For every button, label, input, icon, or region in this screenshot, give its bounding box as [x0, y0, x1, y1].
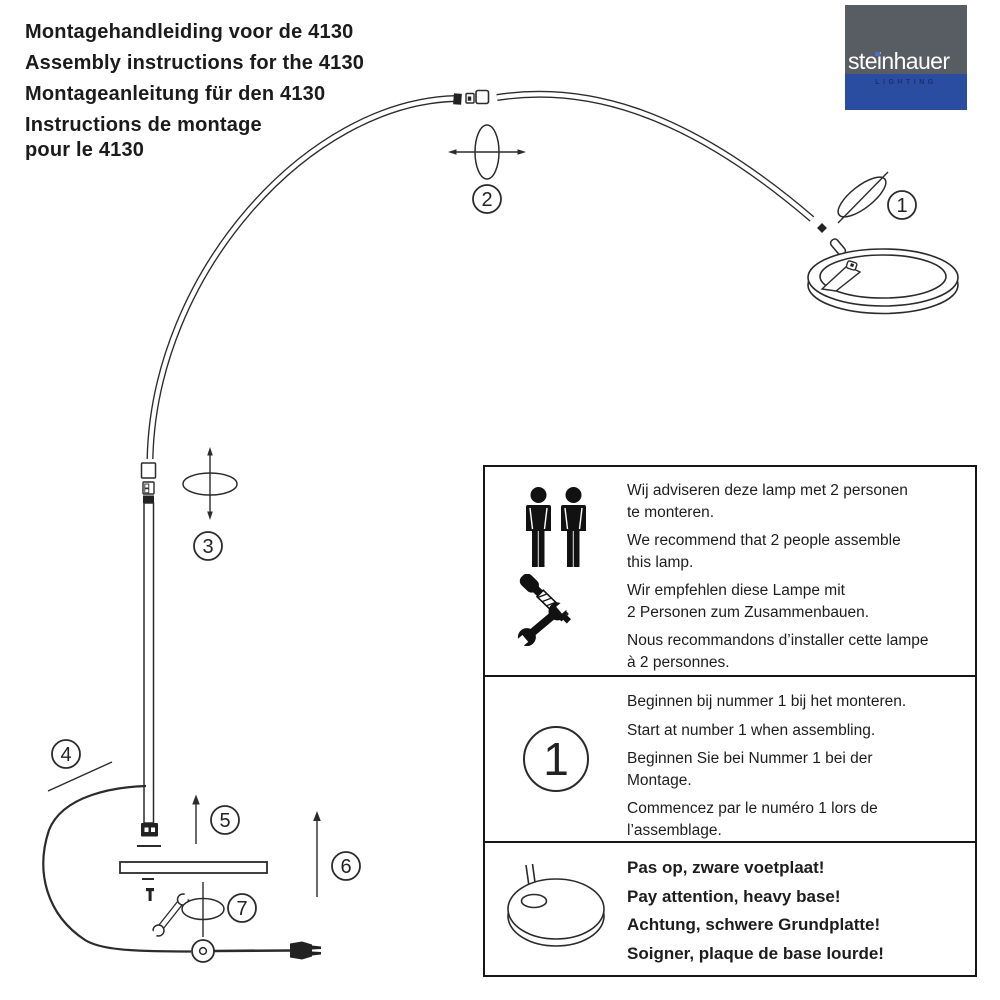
- logo-tagline: LIGHTING: [875, 79, 937, 86]
- leader-line-step4: [47, 761, 113, 792]
- two-persons-icon: [526, 487, 586, 567]
- info-text-en: We recommend that 2 people assemble this…: [627, 532, 901, 571]
- step-badge-6: 6: [331, 851, 361, 881]
- step-badge-5: 5: [210, 805, 240, 835]
- info-row2-icons: 1: [485, 677, 627, 841]
- info-row1-text: Wij adviseren deze lamp met 2 personen t…: [627, 467, 975, 675]
- power-plug: [290, 941, 321, 960]
- step-badge-4: 4: [51, 739, 81, 769]
- step-one-badge: 1: [523, 726, 589, 792]
- step-badge-1: 1: [887, 190, 917, 220]
- svg-text:4: 4: [60, 744, 71, 766]
- info-text-de: Beginnen Sie bei Nummer 1 bei der Montag…: [627, 750, 873, 789]
- ring-bracket: [820, 260, 862, 292]
- power-cable: [42, 784, 292, 953]
- arrow-step6: [313, 811, 321, 897]
- info-row-start-number: 1 Beginnen bij nummer 1 bij het monteren…: [485, 677, 975, 843]
- info-text-fr: Nous recommandons d’installer cette lamp…: [627, 632, 929, 671]
- shade-ring: [807, 248, 959, 315]
- step-one-badge-label: 1: [543, 733, 569, 785]
- crossed-tools-icon: [517, 574, 572, 646]
- rotate-indicator-step2: [448, 124, 526, 180]
- info-row2-text: Beginnen bij nummer 1 bij het monteren. …: [627, 677, 975, 841]
- head-connector-diamond: [817, 223, 827, 233]
- title-dutch: Montagehandleiding voor de 4130: [25, 21, 354, 43]
- info-text-nl: Wij adviseren deze lamp met 2 personen t…: [627, 482, 908, 521]
- step-badge-2: 2: [472, 184, 502, 214]
- title-german: Montageanleitung für den 4130: [25, 83, 326, 105]
- info-row-heavy-base: Pas op, zware voetplaat! Pay attention, …: [485, 843, 975, 973]
- arc-tube-right: [496, 90, 815, 222]
- svg-text:6: 6: [340, 856, 351, 878]
- step-badge-7: 7: [227, 893, 257, 923]
- info-text-en: Start at number 1 when assembling.: [627, 721, 876, 739]
- rotate-indicator-step3: [182, 447, 238, 520]
- svg-text:2: 2: [481, 189, 492, 211]
- pole: [140, 462, 158, 837]
- arrow-step5: [192, 794, 200, 844]
- step-badge-3: 3: [193, 531, 223, 561]
- info-text-fr: Commencez par le numéro 1 lors de l’asse…: [627, 800, 878, 839]
- svg-text:7: 7: [236, 898, 247, 920]
- title-english: Assembly instructions for the 4130: [25, 52, 365, 74]
- info-text-nl: Beginnen bij nummer 1 bij het monteren.: [627, 693, 907, 710]
- info-text-fr: Soigner, plaque de base lourde!: [627, 943, 884, 963]
- title-french-line1: Instructions de montage: [25, 114, 262, 136]
- info-box: Wij adviseren deze lamp met 2 personen t…: [483, 465, 977, 977]
- title-block: Montagehandleiding voor de 4130 Assembly…: [25, 22, 364, 171]
- title-french-line2: pour le 4130: [25, 139, 145, 161]
- lamp-base-icon: [507, 864, 605, 947]
- info-row3-text: Pas op, zware voetplaat! Pay attention, …: [627, 843, 975, 973]
- svg-text:5: 5: [219, 810, 230, 832]
- svg-text:3: 3: [202, 536, 213, 558]
- info-text-de: Wir empfehlen diese Lampe mit 2 Personen…: [627, 582, 870, 621]
- info-row-two-persons: Wij adviseren deze lamp met 2 personen t…: [485, 467, 975, 677]
- svg-text:1: 1: [896, 195, 907, 217]
- apex-connectors: [453, 89, 490, 105]
- arc-tube-left: [146, 95, 457, 460]
- info-text-en: Pay attention, heavy base!: [627, 886, 841, 906]
- info-row3-icons: [485, 843, 627, 973]
- logo-i-dot: [875, 51, 880, 56]
- logo-brand-text: steinhauer: [848, 48, 950, 74]
- cable-winder: [191, 939, 215, 963]
- rotate-indicator-step1: [837, 171, 889, 224]
- rotate-indicator-step7: [181, 882, 225, 937]
- logo-blue-band: [845, 74, 967, 110]
- base-plate: [119, 861, 268, 874]
- info-text-de: Achtung, schwere Grundplatte!: [627, 915, 881, 934]
- wrench-icon: [146, 888, 195, 942]
- info-row1-icons: [485, 467, 627, 675]
- info-text-nl: Pas op, zware voetplaat!: [627, 858, 825, 877]
- steinhauer-logo: steinhauer LIGHTING: [845, 5, 967, 110]
- screw-icon: [146, 888, 154, 901]
